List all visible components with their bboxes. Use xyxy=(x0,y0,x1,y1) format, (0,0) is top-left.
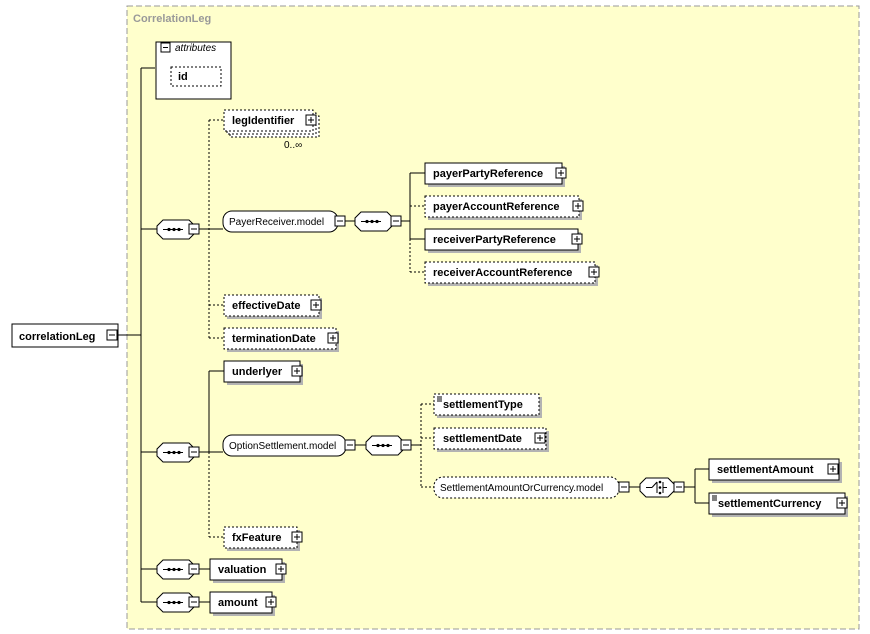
group-optionsettlement-model[interactable]: OptionSettlement.model xyxy=(222,434,356,457)
root-element[interactable]: correlationLeg xyxy=(11,323,119,348)
element-settlementdate[interactable]: settlementDate xyxy=(433,427,549,452)
element-valuation[interactable]: valuation xyxy=(209,558,287,583)
element-label: underlyer xyxy=(232,366,283,378)
group-label: OptionSettlement.model xyxy=(229,441,336,452)
attributes-group: attributes id xyxy=(155,41,232,100)
group-label: SettlementAmountOrCurrency.model xyxy=(440,483,603,494)
element-label: settlementType xyxy=(443,399,523,411)
element-label: receiverAccountReference xyxy=(433,267,572,279)
element-label: payerPartyReference xyxy=(433,168,543,180)
element-legidentifier[interactable]: legIdentifier 0..∞ xyxy=(223,109,320,151)
element-label: amount xyxy=(218,597,258,609)
attribute-id-box[interactable] xyxy=(170,66,222,87)
sequence-compositor[interactable] xyxy=(156,559,200,580)
choice-compositor[interactable] xyxy=(639,477,685,498)
element-settlementamount[interactable]: settlementAmount xyxy=(708,458,842,483)
sequence-compositor[interactable] xyxy=(354,211,402,232)
element-settlementcurrency[interactable]: settlementCurrency xyxy=(708,492,848,517)
element-receiverpartyreference[interactable]: receiverPartyReference xyxy=(424,228,583,253)
element-label: payerAccountReference xyxy=(433,201,560,213)
attributes-header: attributes xyxy=(175,43,216,54)
element-label: legIdentifier xyxy=(232,115,295,127)
element-label: terminationDate xyxy=(232,333,316,345)
connector-lines xyxy=(118,67,709,603)
element-label: settlementCurrency xyxy=(718,498,822,510)
element-label: settlementAmount xyxy=(717,464,814,476)
element-payerpartyreference[interactable]: payerPartyReference xyxy=(424,162,567,187)
complex-type-title: CorrelationLeg xyxy=(133,13,211,25)
element-label: receiverPartyReference xyxy=(433,234,556,246)
group-payerreceiver-model[interactable]: PayerReceiver.model xyxy=(222,210,346,233)
attribute-id-label: id xyxy=(178,71,188,83)
element-receiveraccountreference[interactable]: receiverAccountReference xyxy=(424,261,600,286)
element-effectivedate[interactable]: effectiveDate xyxy=(223,294,322,319)
element-label: settlementDate xyxy=(443,433,522,445)
element-fxfeature[interactable]: fxFeature xyxy=(223,526,303,551)
element-label: fxFeature xyxy=(232,532,282,544)
element-label: effectiveDate xyxy=(232,300,300,312)
element-payeraccountreference[interactable]: payerAccountReference xyxy=(424,195,584,220)
element-underlyer[interactable]: underlyer xyxy=(223,360,303,385)
sequence-compositor[interactable] xyxy=(365,435,412,456)
sequence-compositor[interactable] xyxy=(156,592,200,613)
sequence-compositor[interactable] xyxy=(156,442,200,463)
element-label: valuation xyxy=(218,564,267,576)
element-amount[interactable]: amount xyxy=(209,591,277,616)
sequence-compositor[interactable] xyxy=(156,219,200,240)
root-label: correlationLeg xyxy=(19,331,95,343)
group-label: PayerReceiver.model xyxy=(229,217,324,228)
element-terminationdate[interactable]: terminationDate xyxy=(223,327,339,352)
group-settlementamountorcurrency-model[interactable]: SettlementAmountOrCurrency.model xyxy=(433,476,630,499)
cardinality-label: 0..∞ xyxy=(284,140,302,151)
element-settlementtype[interactable]: settlementType xyxy=(433,393,542,418)
